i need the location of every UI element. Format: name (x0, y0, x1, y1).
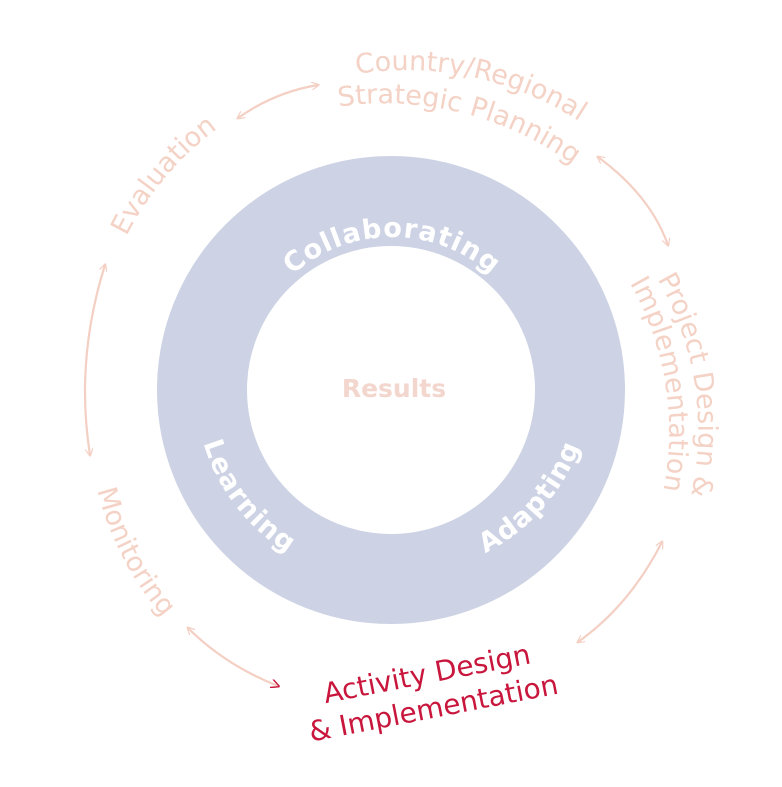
arrow-evaluation-strategic (238, 85, 318, 118)
arrow-monitoring-activity (188, 628, 278, 686)
evaluation-label: Evaluation (105, 109, 222, 239)
arrow-evaluation-monitoring (83, 265, 105, 455)
activity-design-group: Activity Design & Implementation (306, 638, 561, 749)
results-label: Results (342, 374, 446, 403)
evaluation-text: Evaluation (105, 109, 222, 239)
arrow-strategic-project (598, 157, 668, 245)
monitoring-label: Monitoring (90, 483, 181, 621)
monitoring-text: Monitoring (90, 483, 181, 621)
arrow-project-activity (578, 542, 662, 642)
cla-ring (157, 156, 625, 624)
